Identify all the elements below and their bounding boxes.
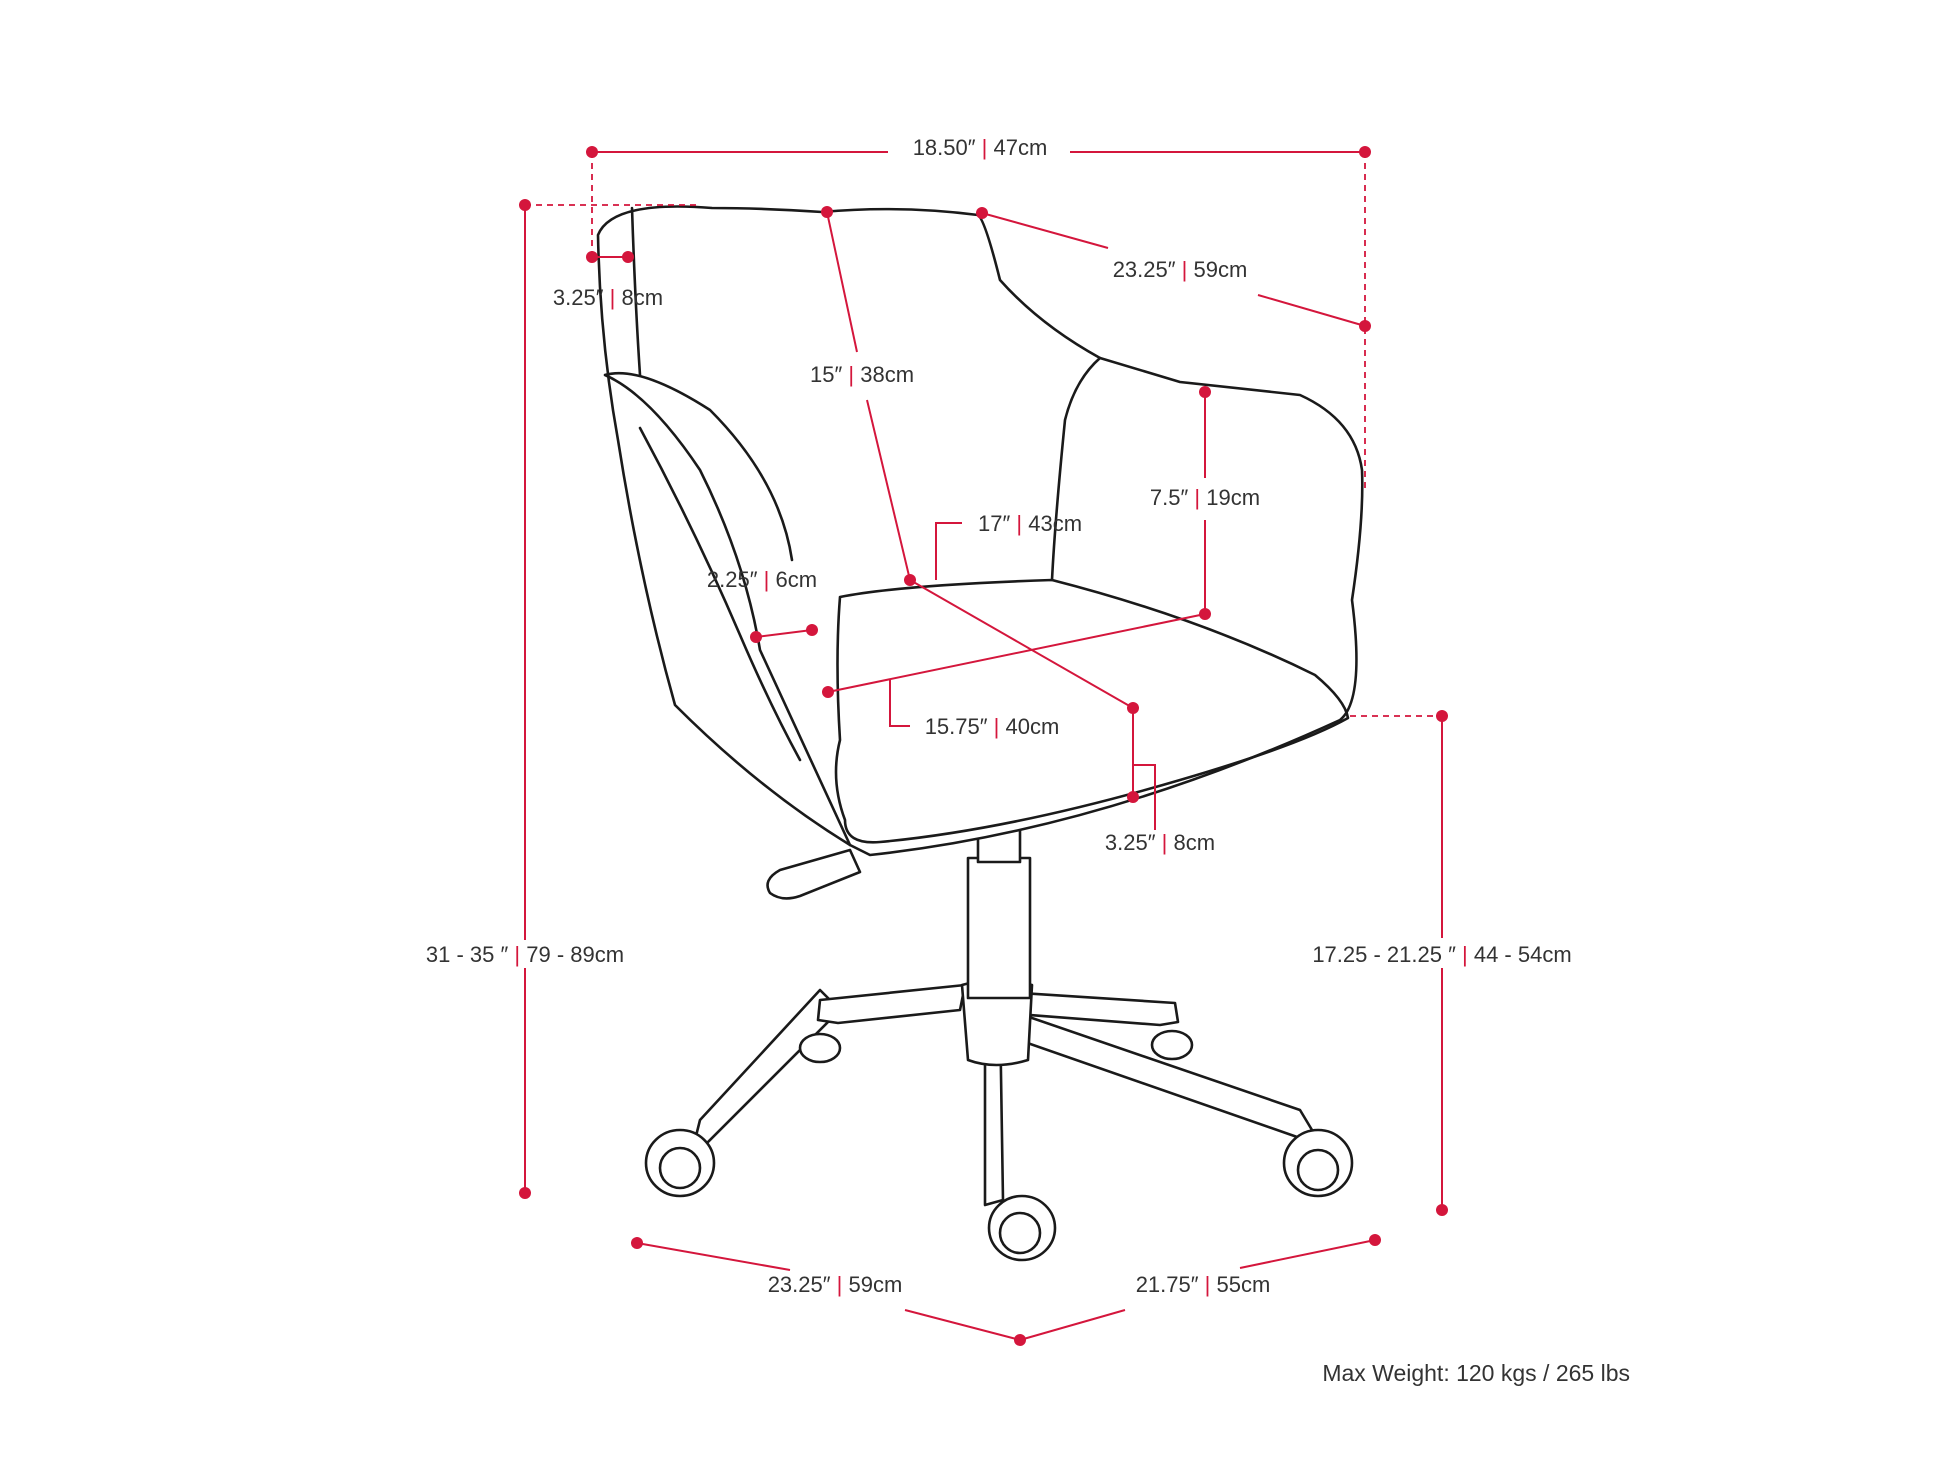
arm-thickness-label: 3.25″ | 8cm — [553, 285, 663, 310]
seat-depth-label: 17″ | 43cm — [978, 511, 1082, 536]
seat-cushion — [834, 578, 1350, 844]
arm-width-dot-left — [750, 631, 762, 643]
overall-depth-line-a — [981, 212, 1109, 249]
back-seam — [630, 206, 642, 377]
base-depth-dot-right — [1369, 1234, 1381, 1246]
base-depth-line-b — [1239, 1239, 1376, 1269]
overall-height-dot-top — [519, 199, 531, 211]
base-depth-line-a — [1019, 1309, 1126, 1341]
seat-width-line — [827, 613, 1206, 693]
back-height-line-a — [826, 211, 858, 353]
arm-thickness-dot-left — [586, 251, 598, 263]
overall-height-dot-bottom — [519, 1187, 531, 1199]
gas-cylinder — [966, 826, 1032, 1000]
seat-height-label: 17.25 - 21.25 ″ | 44 - 54cm — [1312, 942, 1571, 967]
arm-width-dot-right — [806, 624, 818, 636]
dimension-labels: 18.50″ | 47cm 3.25″ | 8cm 23.25″ | 59cm … — [426, 135, 1630, 1386]
chair-drawing — [596, 205, 1364, 1262]
top-width-dot-right — [1359, 146, 1371, 158]
top-width-dot-left — [586, 146, 598, 158]
seat-depth-leader — [935, 522, 962, 580]
back-height-label: 15″ | 38cm — [810, 362, 914, 387]
base-width-dot-left — [631, 1237, 643, 1249]
seat-thickness-label: 3.25″ | 8cm — [1105, 830, 1215, 855]
seat-depth-line — [909, 579, 1134, 709]
seat-thickness-dot-bottom — [1127, 791, 1139, 803]
max-weight-note: Max Weight: 120 kgs / 265 lbs — [1322, 1360, 1630, 1386]
arm-height-dot-top — [1199, 386, 1211, 398]
overall-depth-label: 23.25″ | 59cm — [1113, 257, 1248, 282]
seat-height-dot-bottom — [1436, 1204, 1448, 1216]
base-width-line-a — [636, 1242, 791, 1271]
overall-height-label: 31 - 35 ″ | 79 - 89cm — [426, 942, 624, 967]
dimension-lines — [519, 146, 1448, 1346]
base-width-label: 23.25″ | 59cm — [768, 1272, 903, 1297]
seat-thickness-leader — [1133, 764, 1156, 830]
chair-base — [644, 978, 1354, 1262]
arm-width-line — [755, 629, 813, 638]
back-height-dot-top — [821, 206, 833, 218]
overall-depth-dot-b — [1359, 320, 1371, 332]
overall-depth-dot-a — [976, 207, 988, 219]
right-armrest — [1050, 356, 1102, 582]
chair-shell — [596, 205, 1364, 857]
overall-depth-line-b — [1257, 294, 1366, 327]
seat-width-dot-left — [822, 686, 834, 698]
seat-width-label: 15.75″ | 40cm — [925, 714, 1060, 739]
back-height-line-b — [866, 399, 911, 581]
top-width-label: 18.50″ | 47cm — [913, 135, 1048, 160]
left-armrest — [603, 371, 852, 847]
seat-height-dot-top — [1436, 710, 1448, 722]
base-depth-label: 21.75″ | 55cm — [1136, 1272, 1271, 1297]
height-lever — [766, 848, 862, 900]
arm-height-label: 7.5″ | 19cm — [1150, 485, 1260, 510]
base-width-line-b — [904, 1309, 1021, 1341]
arm-thickness-dot-right — [622, 251, 634, 263]
seat-width-leader — [889, 680, 910, 727]
arm-width-label: 2.25″ | 6cm — [707, 567, 817, 592]
